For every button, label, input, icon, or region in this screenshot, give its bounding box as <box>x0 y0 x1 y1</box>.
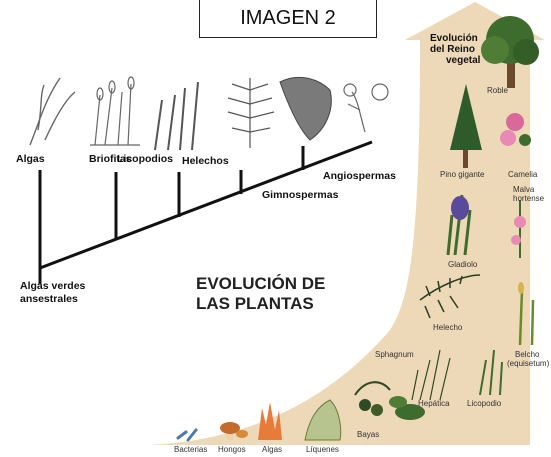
algae-sketch <box>30 78 75 145</box>
label-angiospermas: Angiospermas <box>323 170 396 182</box>
bacteria <box>178 430 196 440</box>
label-hongos: Hongos <box>218 445 246 454</box>
label-belcho: Belcho (equisetum) <box>507 350 549 368</box>
algae-bottom <box>258 402 282 440</box>
label-algas: Algas <box>16 153 45 165</box>
label-belcho-line2: (equisetum) <box>507 359 549 368</box>
label-liquenes: Líquenes <box>306 445 339 454</box>
clubmoss-sketch <box>155 82 198 150</box>
label-root-line2: ansestrales <box>20 293 78 305</box>
conifer-sketch <box>280 77 331 140</box>
label-malva-line1: Malva <box>513 185 544 194</box>
label-gladiolo: Gladiolo <box>448 260 477 269</box>
label-licopodio: Licopodio <box>467 399 501 408</box>
label-roble: Roble <box>487 86 508 95</box>
diagram-title-line2: LAS PLANTAS <box>196 294 325 314</box>
label-bayas: Bayas <box>357 430 379 439</box>
label-sphagnum: Sphagnum <box>375 350 414 359</box>
label-gimnospermas: Gimnospermas <box>262 189 338 201</box>
label-root-line1: Algas verdes <box>20 280 85 292</box>
diagram-title: EVOLUCIÓN DE LAS PLANTAS <box>196 274 325 314</box>
label-bacterias: Bacterias <box>174 445 207 454</box>
diagram-title-line1: EVOLUCIÓN DE <box>196 274 325 294</box>
moss-sketch <box>90 77 140 145</box>
column-title: Evolución del Reino vegetal <box>430 33 480 66</box>
label-belcho-line1: Belcho <box>507 350 549 359</box>
flower-sketch <box>344 84 388 132</box>
label-camelia: Camelia <box>508 170 537 179</box>
fern-sketch <box>228 78 274 148</box>
label-helecho: Helecho <box>433 323 462 332</box>
label-algas-bottom: Algas <box>262 445 282 454</box>
column-title-line2: del Reino <box>430 44 480 55</box>
column-title-line1: Evolución <box>430 33 480 44</box>
label-helechos: Helechos <box>182 155 229 167</box>
evolution-arrow-band <box>150 2 545 445</box>
label-hepatica: Hepática <box>418 399 450 408</box>
label-malva: Malva hortense <box>513 185 544 203</box>
label-malva-line2: hortense <box>513 194 544 203</box>
label-licopodios: Licopodios <box>117 153 173 165</box>
column-title-line3: vegetal <box>430 55 480 66</box>
label-pino: Pino gigante <box>440 170 484 179</box>
